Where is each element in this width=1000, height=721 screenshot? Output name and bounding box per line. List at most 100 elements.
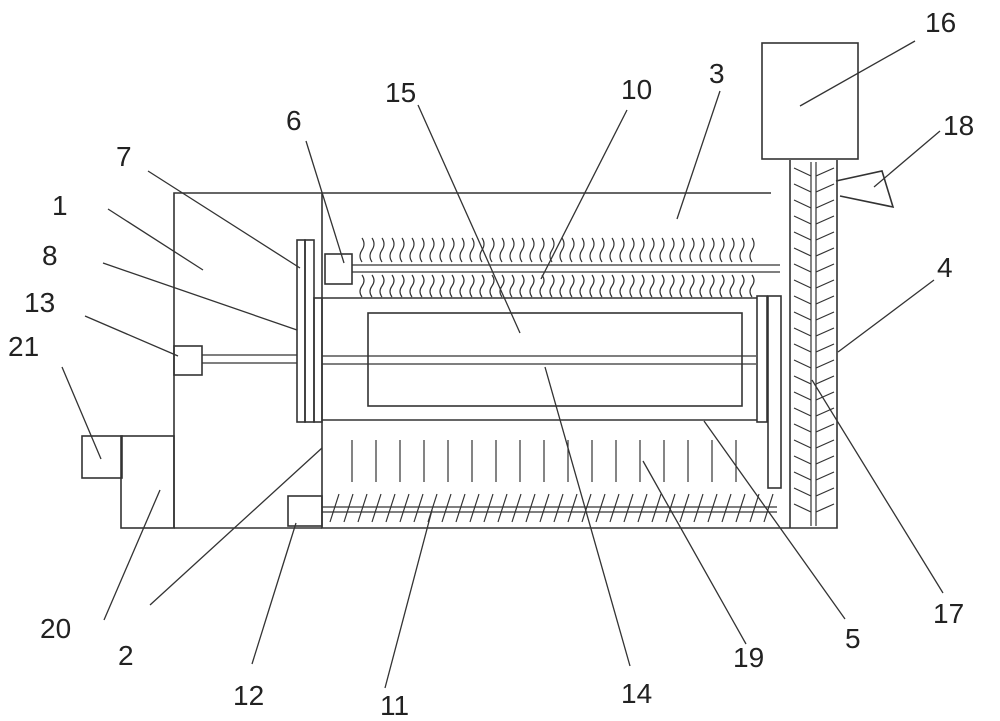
drive-motor — [173, 345, 203, 376]
brush-bristle — [739, 274, 745, 298]
brush-bristle — [589, 274, 595, 298]
screw-flight — [793, 455, 812, 465]
brush-bristle — [609, 237, 615, 263]
roller-drum — [322, 295, 768, 423]
brush-bristle — [739, 237, 745, 263]
brush-bristle — [469, 237, 475, 263]
screw-flight — [511, 493, 522, 523]
screw-flight — [815, 487, 835, 497]
bottom-screw — [287, 493, 777, 527]
brush-bristle — [639, 237, 645, 263]
leader-lines — [61, 40, 944, 689]
brush-bristle — [399, 274, 405, 298]
screw-flight — [815, 391, 835, 401]
brush-bristle — [519, 237, 525, 263]
brush-bristle — [479, 237, 485, 263]
brush-bristle — [539, 274, 545, 298]
screw-flight — [815, 343, 835, 353]
label-18: 18 — [943, 110, 974, 141]
brush-bristle — [599, 274, 605, 298]
brush-bristle — [719, 237, 725, 263]
brush-bristle — [709, 274, 715, 298]
brush-bristle — [429, 274, 435, 298]
screw-flight — [815, 231, 835, 241]
screw-flight — [815, 455, 835, 465]
brush-bristle — [389, 237, 395, 263]
brush-bristle — [499, 274, 505, 298]
screw-flight — [815, 167, 835, 177]
brush-bristle — [639, 274, 645, 298]
label-4: 4 — [937, 252, 953, 283]
screw-flight — [793, 375, 812, 385]
screw-flight — [815, 183, 835, 193]
screw-flight — [815, 215, 835, 225]
brush-bristle — [719, 274, 725, 298]
brush-bristle — [659, 274, 665, 298]
screw-flight — [815, 471, 835, 481]
screw-flight — [567, 493, 578, 523]
brush-bristle — [379, 237, 385, 263]
brush-bristle — [379, 274, 385, 298]
brush-bristle — [559, 274, 565, 298]
screw-flight — [815, 327, 835, 337]
brush-bristle — [369, 237, 375, 263]
screw-flight — [329, 493, 340, 523]
brush-bristle — [699, 237, 705, 263]
brush-bristle — [659, 237, 665, 263]
brush-bristle — [699, 274, 705, 298]
screw-flight — [357, 493, 368, 523]
screw-flight — [371, 493, 382, 523]
screw-flight — [413, 493, 424, 523]
brush-bristle — [489, 237, 495, 263]
screw-flight — [525, 493, 536, 523]
screw-flight — [793, 231, 812, 241]
screw-flight — [793, 183, 812, 193]
label-7: 7 — [116, 141, 132, 172]
brush-bristle — [409, 274, 415, 298]
label-17: 17 — [933, 598, 964, 629]
upper-motor — [324, 253, 353, 285]
label-10: 10 — [621, 74, 652, 105]
brush-bristle — [709, 237, 715, 263]
brush-bristle — [729, 274, 735, 298]
brush-bristle — [589, 237, 595, 263]
screw-flight — [793, 439, 812, 449]
screw-flight — [539, 493, 550, 523]
brush-bristle — [649, 237, 655, 263]
label-14: 14 — [621, 678, 652, 709]
brush-bristle — [529, 237, 535, 263]
screw-flight — [793, 407, 812, 417]
screw-flight — [793, 167, 812, 177]
screw-flight — [815, 359, 835, 369]
screw-flight — [665, 493, 676, 523]
brush-rows — [359, 237, 755, 298]
brush-bristle — [599, 237, 605, 263]
screw-flight — [679, 493, 690, 523]
brush-bristle — [749, 237, 755, 263]
brush-bristle — [679, 237, 685, 263]
screw-flight — [793, 311, 812, 321]
screw-flight — [637, 493, 648, 523]
label-15: 15 — [385, 77, 416, 108]
screw-flight — [793, 199, 812, 209]
screw-flight — [793, 359, 812, 369]
brush-bristle — [389, 274, 395, 298]
screw-flight — [815, 311, 835, 321]
brush-bristle — [499, 237, 505, 263]
brush-bristle — [409, 237, 415, 263]
brush-bristle — [489, 274, 495, 298]
label-16: 16 — [925, 7, 956, 38]
brush-bristle — [559, 237, 565, 263]
screw-flight — [815, 263, 835, 273]
screw-flight — [595, 493, 606, 523]
tine-row — [351, 440, 737, 482]
screw-flight — [815, 439, 835, 449]
screw-flight — [793, 343, 812, 353]
label-13: 13 — [24, 287, 55, 318]
label-1: 1 — [52, 190, 68, 221]
feed-hopper — [761, 42, 859, 160]
screw-flight — [815, 423, 835, 433]
label-6: 6 — [286, 105, 302, 136]
screw-flight — [693, 493, 704, 523]
screw-flight — [815, 247, 835, 257]
